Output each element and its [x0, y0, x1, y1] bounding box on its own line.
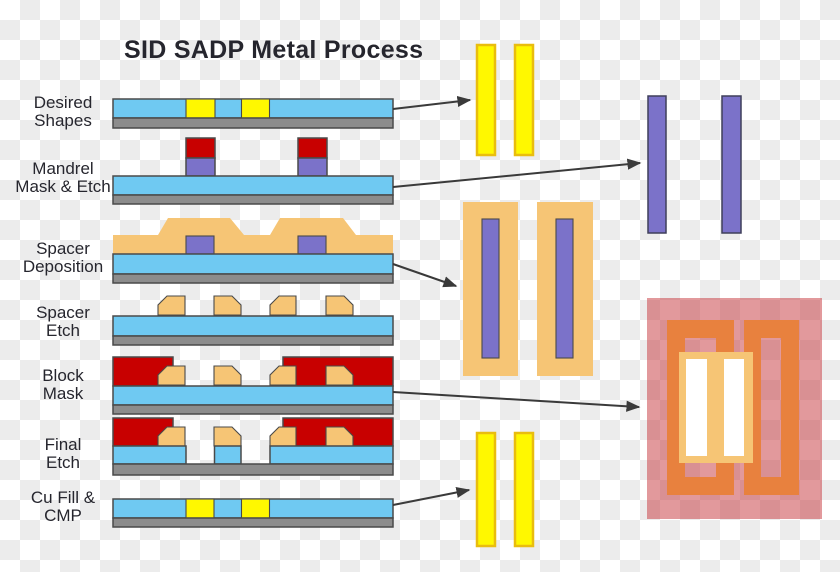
dielectric-layer [112, 175, 394, 196]
conformal-spacer-film [113, 218, 393, 254]
substrate-bar [112, 517, 394, 528]
step-label-line: Mask [42, 384, 84, 403]
spacer [213, 426, 242, 447]
cross-section-final-etch [112, 417, 394, 476]
mandrel [297, 235, 327, 255]
dielectric-layer [112, 385, 394, 406]
arrow-mandrel [392, 158, 642, 188]
substrate-bar [112, 404, 394, 415]
metal-line-top-view [513, 43, 535, 157]
cu-filled-line [240, 498, 271, 519]
step-label-mandrel-mask-etch: Mandrel Mask & Etch [5, 160, 121, 196]
top-view-desired-shapes [475, 43, 535, 157]
step-label-spacer-deposition: Spacer Deposition [5, 240, 121, 276]
spacer [269, 295, 297, 316]
step-label-block-mask: Block Mask [5, 367, 121, 403]
etched-dielectric-segment [269, 445, 394, 465]
arrow-block-mask [392, 391, 641, 412]
cu-line-top-view [475, 431, 497, 548]
page-title: SID SADP Metal Process [124, 36, 424, 64]
hardmask-cap [297, 137, 328, 159]
step-label-line: Spacer [36, 303, 90, 322]
step-label-line: CMP [44, 506, 82, 525]
hardmask-cap [185, 137, 216, 159]
step-label-line: Desired [33, 93, 93, 112]
spacer-core-stripe [707, 359, 724, 456]
step-label-line: Shapes [34, 111, 92, 130]
step-label-final-etch: Final Etch [5, 436, 121, 472]
step-label-line: Mask & Etch [15, 177, 111, 196]
top-view-block-mask [647, 298, 822, 519]
cu-line-top-view [513, 431, 535, 548]
step-label-line: Final [44, 435, 82, 454]
spacer [213, 365, 242, 386]
mandrel [185, 157, 216, 177]
dielectric-layer [112, 253, 394, 275]
top-view-mandrels [647, 95, 742, 234]
metal-line-top-view [475, 43, 497, 157]
spacer [269, 426, 297, 447]
mandrel-top-view [721, 95, 742, 234]
step-label-line: Etch [45, 453, 81, 472]
etched-dielectric-segment [213, 445, 242, 465]
cross-section-spacer-deposition [112, 218, 394, 284]
cross-section-block-mask [112, 356, 394, 415]
substrate-bar [112, 273, 394, 284]
substrate-bar [112, 335, 394, 346]
substrate-bar [112, 194, 394, 205]
arrow-cu-fill [392, 486, 471, 506]
desired-metal-shape [185, 98, 216, 119]
cross-section-desired-shapes [112, 98, 394, 129]
step-label-line: Cu Fill & [30, 488, 96, 507]
arrow-spacer-deposition [392, 263, 458, 288]
step-label-spacer-etch: Spacer Etch [5, 304, 121, 340]
step-label-line: Etch [45, 321, 81, 340]
step-label-line: Deposition [22, 257, 104, 276]
step-label-line: Mandrel [32, 159, 94, 178]
spacer-loop-top-view [744, 320, 799, 495]
substrate-bar [112, 463, 394, 476]
mandrel-top-view [647, 95, 667, 234]
cross-section-mandrel-mask-etch [112, 137, 394, 205]
step-label-cu-fill-cmp: Cu Fill & CMP [5, 489, 121, 525]
cross-section-cu-fill-cmp [112, 498, 394, 528]
arrows [392, 95, 642, 506]
mandrel-top-view [481, 218, 500, 359]
top-view-spacer-deposition [463, 202, 593, 376]
cross-section-spacer-etch [112, 295, 394, 346]
top-view-cu-lines [475, 431, 535, 548]
mandrel-top-view [555, 218, 574, 359]
step-label-line: Block [42, 366, 84, 385]
mandrel [185, 235, 215, 255]
spacer [269, 365, 297, 386]
spacer [157, 365, 186, 386]
etched-dielectric-segment [112, 445, 187, 465]
mandrel [297, 157, 328, 177]
dielectric-layer [112, 315, 394, 337]
step-label-line: Spacer [36, 239, 90, 258]
arrow-desired-shapes [392, 95, 472, 110]
step-label-desired-shapes: Desired Shapes [5, 94, 121, 130]
spacer [213, 295, 242, 316]
spacer [157, 295, 186, 316]
desired-metal-shape [240, 98, 271, 119]
spacer [325, 295, 354, 316]
cu-filled-line [185, 498, 215, 519]
substrate-bar [112, 117, 394, 129]
spacer [325, 365, 354, 386]
